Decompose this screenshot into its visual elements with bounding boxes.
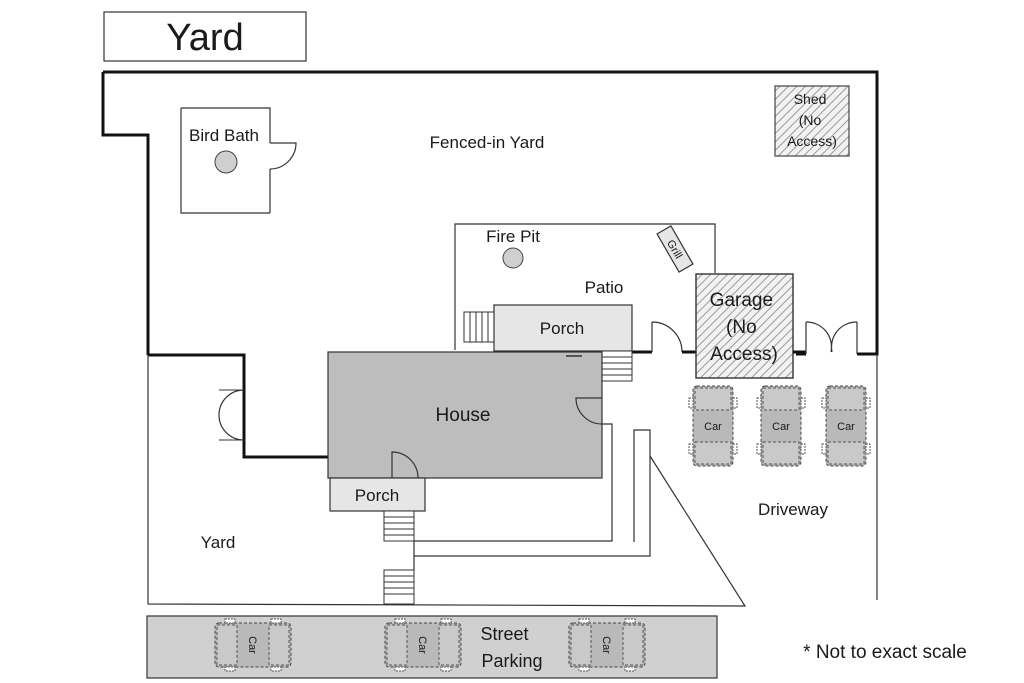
side-gate [218, 355, 246, 441]
car: Car [568, 618, 646, 672]
house [327, 351, 603, 479]
front-porch-label: Porch [355, 486, 399, 505]
patio-outline [454, 223, 716, 350]
patio-label: Patio [585, 278, 624, 297]
front-porch [329, 477, 426, 512]
scale-note: * Not to exact scale [803, 642, 967, 663]
car-label: Car [600, 636, 612, 654]
car-label: Car [704, 421, 722, 433]
back-porch-steps [463, 311, 495, 343]
car-label: Car [772, 421, 790, 433]
car-label: Car [246, 636, 258, 654]
garage-label: Garage (No Access) [710, 290, 779, 365]
house-front-door [391, 451, 419, 479]
street-parking-label: Street Parking [480, 624, 542, 671]
title-box [103, 11, 307, 62]
car: Car [756, 385, 806, 467]
car: Car [384, 618, 462, 672]
car: Car [821, 385, 871, 467]
car-label: Car [416, 636, 428, 654]
yard-label: Yard [201, 533, 236, 552]
diagram-title: Yard [166, 17, 243, 59]
bird-bath-enclosure [180, 107, 271, 214]
back-porch-side-steps [601, 350, 633, 382]
patio-gate [651, 321, 683, 353]
house-label: House [436, 405, 491, 426]
bird-bath-gate [269, 142, 297, 170]
street-cars: Car Car Car [214, 618, 646, 672]
garage [695, 273, 794, 379]
driveway-label: Driveway [758, 500, 828, 519]
bird-bath-basin [214, 150, 238, 174]
back-porch [493, 304, 633, 352]
fence-line [101, 70, 879, 459]
bird-bath-label: Bird Bath [189, 126, 259, 145]
shed [774, 85, 850, 157]
fire-pit [502, 247, 524, 269]
fire-pit-label: Fire Pit [486, 227, 540, 246]
car-label: Car [837, 421, 855, 433]
front-yard-boundary [147, 355, 747, 607]
driveway-gate [793, 321, 858, 354]
back-porch-label: Porch [540, 319, 584, 338]
fenced-yard-label: Fenced-in Yard [430, 133, 545, 152]
driveway-cars: Car Car Car [688, 385, 871, 467]
car: Car [214, 618, 292, 672]
shed-label: Shed (No Access) [787, 91, 837, 149]
walkway-outer [413, 429, 651, 557]
house-side-door [575, 397, 603, 425]
walkway-inner [414, 423, 613, 542]
grill: Grill [656, 225, 694, 273]
car: Car [688, 385, 738, 467]
front-porch-steps [383, 510, 415, 605]
